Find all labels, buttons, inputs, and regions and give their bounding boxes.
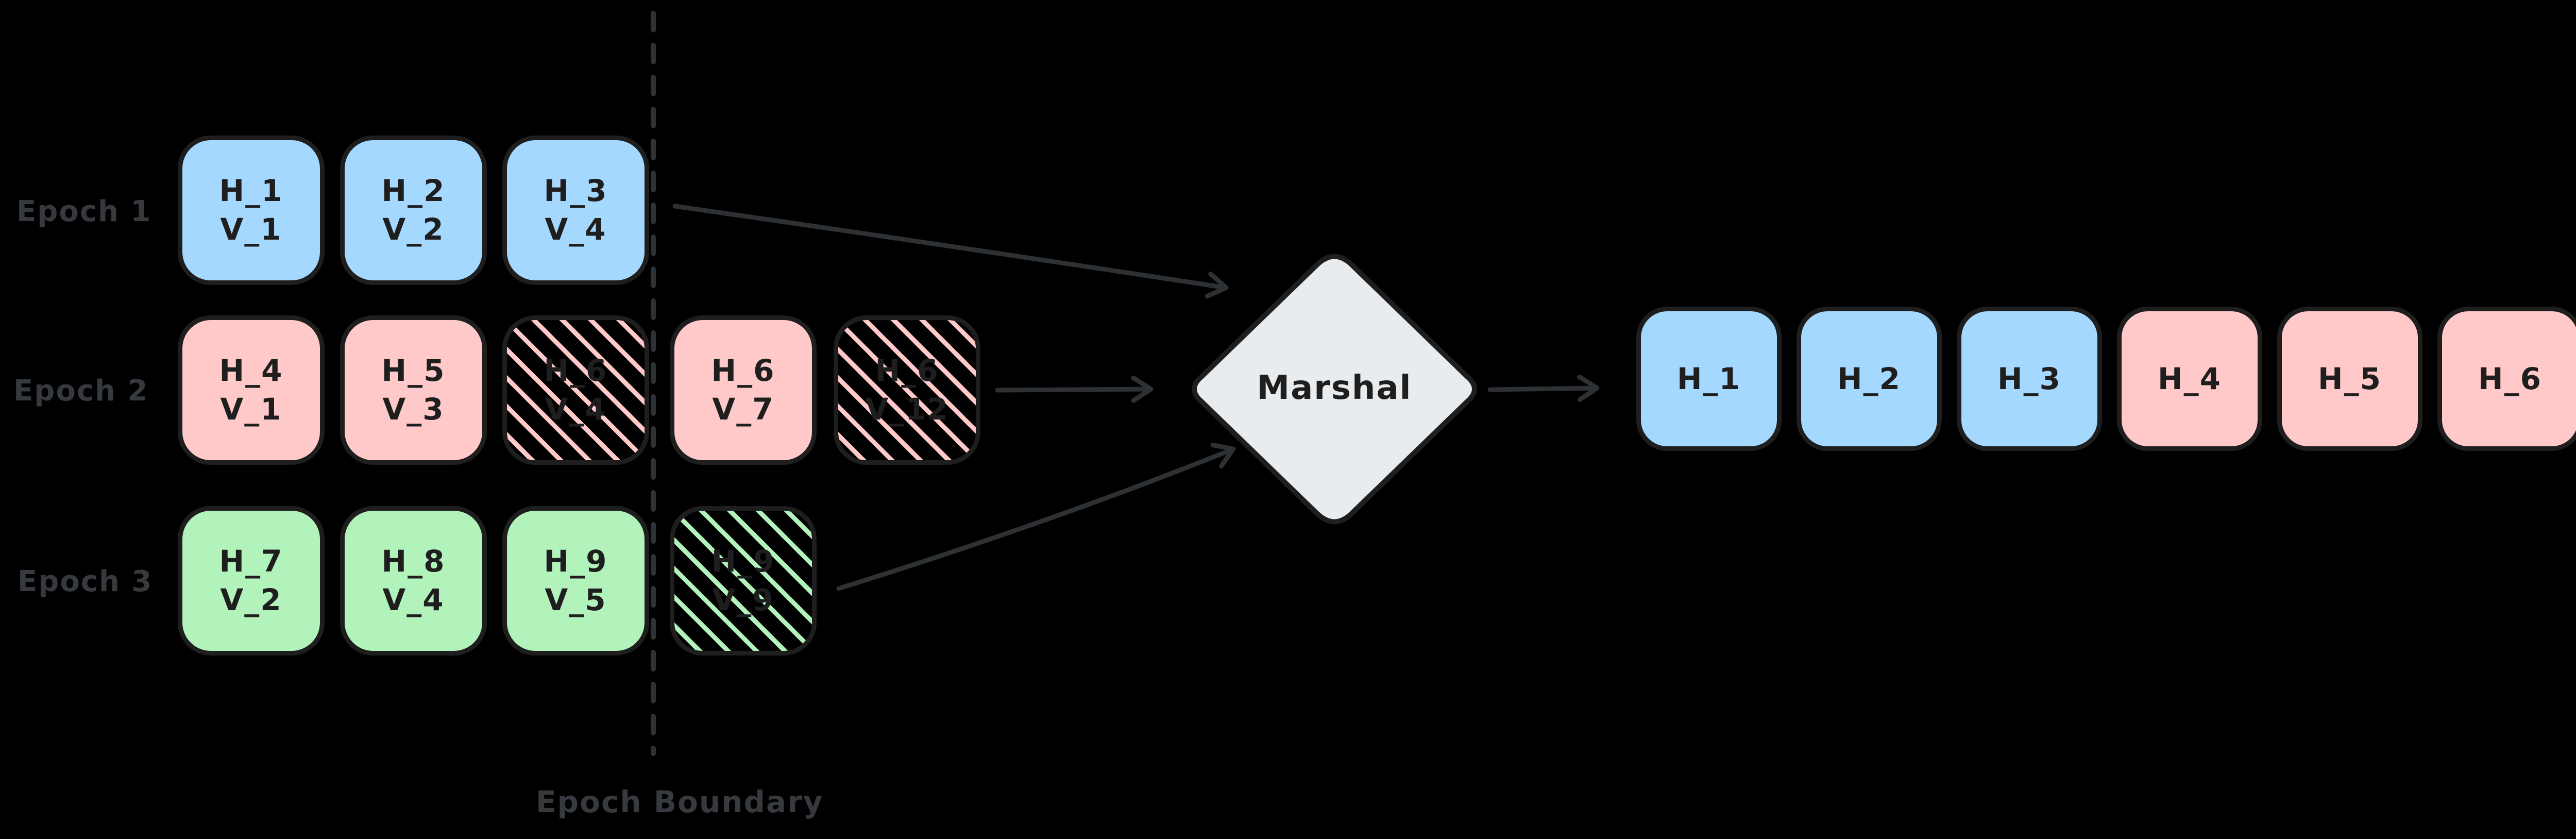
box-line-h: H_6	[711, 353, 775, 389]
output-box-label: H_5	[2318, 361, 2382, 396]
box-line-h: H_7	[219, 544, 283, 579]
box-line-v: V_9	[712, 582, 774, 617]
epoch-1-label: Epoch 1	[16, 195, 152, 228]
box-line-h: H_6	[544, 353, 608, 389]
output-box-4: H_4	[2117, 307, 2262, 451]
box-line-v: V_5	[545, 582, 607, 617]
output-box-1: H_1	[1636, 307, 1782, 451]
epoch2-box-5-hatched: H_6 V_12	[834, 315, 980, 465]
box-line-v: V_3	[382, 392, 445, 427]
epoch2-box-4: H_6 V_7	[670, 315, 817, 465]
box-line-v: V_4	[382, 582, 445, 617]
box-line-v: V_4	[545, 392, 607, 427]
box-line-v: V_4	[545, 212, 607, 247]
box-line-h: H_5	[381, 353, 446, 389]
output-box-3: H_3	[1957, 307, 2102, 451]
output-box-label: H_1	[1677, 361, 1741, 396]
epoch2-box-1: H_4 V_1	[178, 315, 325, 465]
output-box-label: H_2	[1837, 361, 1901, 396]
epoch3-box-3: H_9 V_5	[502, 506, 649, 656]
epoch2-box-2: H_5 V_3	[340, 315, 487, 465]
marshal-label: Marshal	[1257, 369, 1412, 407]
epoch-2-label: Epoch 2	[13, 374, 149, 408]
output-box-6: H_6	[2437, 307, 2576, 451]
box-line-v: V_1	[220, 392, 282, 427]
arrow-epoch1-to-marshal	[672, 204, 1229, 299]
epoch3-box-1: H_7 V_2	[178, 506, 325, 656]
box-line-h: H_8	[381, 544, 446, 579]
box-line-h: H_9	[711, 544, 775, 579]
box-line-h: H_3	[544, 173, 608, 209]
epoch1-box-2: H_2 V_2	[340, 136, 487, 285]
epoch3-box-2: H_8 V_4	[340, 506, 487, 656]
box-line-v: V_7	[712, 392, 774, 427]
epoch1-box-3: H_3 V_4	[502, 136, 649, 285]
epoch1-box-1: H_1 V_1	[178, 136, 325, 285]
box-line-v: V_12	[865, 392, 949, 427]
box-line-v: V_1	[220, 212, 282, 247]
box-line-v: V_2	[220, 582, 282, 617]
output-box-label: H_4	[2158, 361, 2222, 396]
marshal-diamond	[1192, 254, 1477, 525]
arrow-epoch3-to-marshal	[836, 443, 1236, 591]
epoch2-box-3-hatched: H_6 V_4	[502, 315, 649, 465]
arrow-epoch2-to-marshal	[995, 375, 1154, 403]
box-line-h: H_6	[875, 353, 939, 389]
box-line-h: H_2	[381, 173, 446, 209]
arrow-marshal-to-output	[1487, 374, 1600, 402]
output-box-label: H_6	[2478, 361, 2542, 396]
output-box-5: H_5	[2277, 307, 2422, 451]
epoch3-box-4-hatched: H_9 V_9	[670, 506, 817, 656]
box-line-v: V_2	[382, 212, 445, 247]
epoch-3-label: Epoch 3	[18, 565, 153, 598]
epoch-boundary-label: Epoch Boundary	[536, 784, 824, 819]
box-line-h: H_1	[219, 173, 283, 209]
box-line-h: H_4	[219, 353, 283, 389]
box-line-h: H_9	[544, 544, 608, 579]
output-box-2: H_2	[1797, 307, 1942, 451]
output-box-label: H_3	[1997, 361, 2061, 396]
